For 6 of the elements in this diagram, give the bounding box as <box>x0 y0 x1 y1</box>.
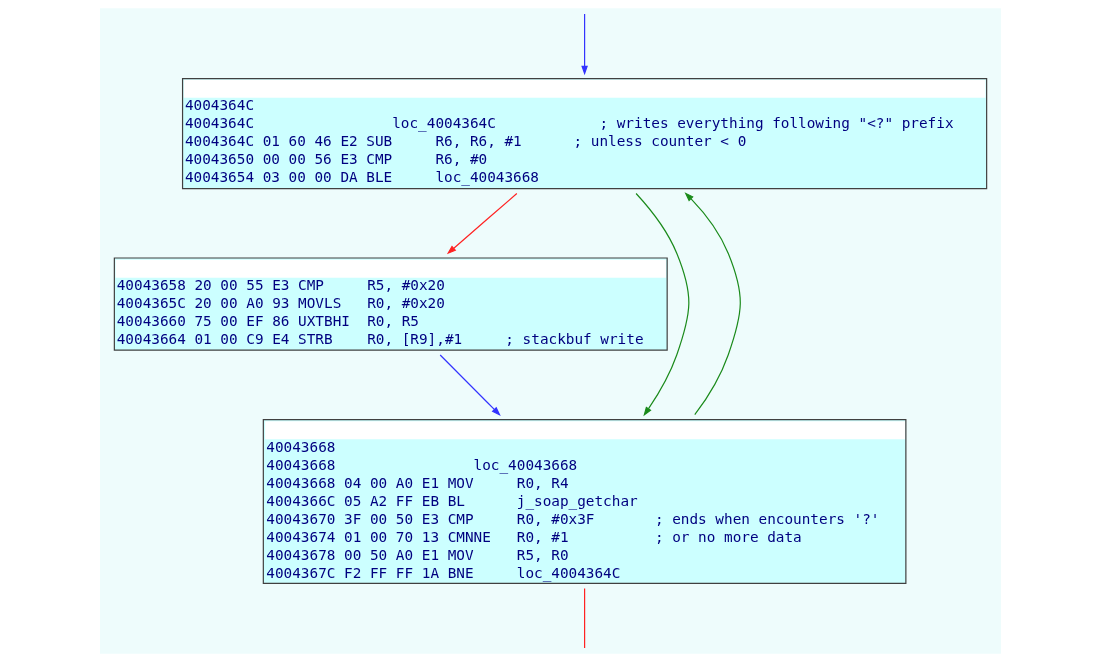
arrow <box>580 13 588 76</box>
arrow <box>635 192 689 417</box>
arrow <box>439 354 501 416</box>
arrow <box>446 192 517 255</box>
arrow <box>684 192 741 416</box>
connector <box>583 587 585 649</box>
